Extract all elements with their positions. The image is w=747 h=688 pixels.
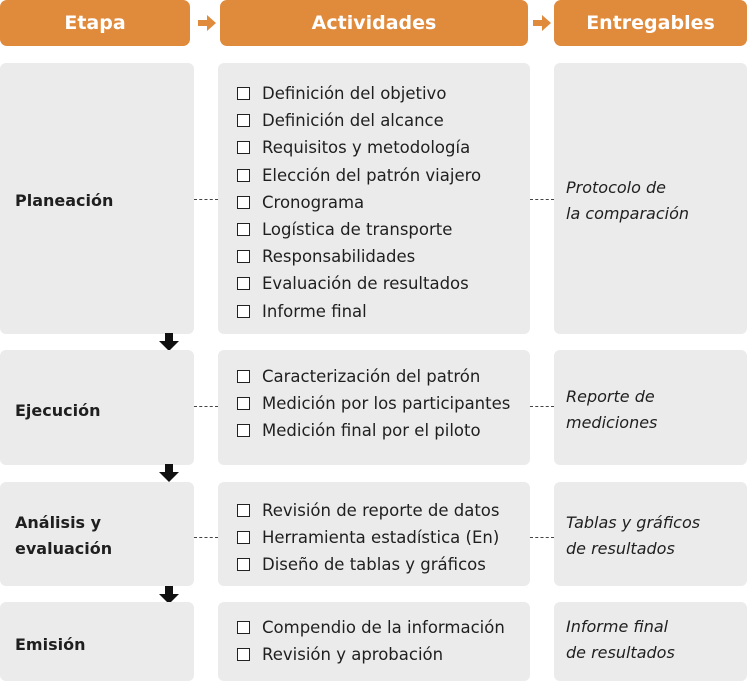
- header-activities: Actividades: [220, 0, 528, 46]
- stage-box: Planeación: [0, 63, 194, 334]
- deliverable-box: Protocolo de la comparación: [554, 63, 747, 334]
- activity-list: Caracterización del patrón Medición por …: [237, 363, 510, 445]
- deliverable-text: Tablas y gráficos de resultados: [566, 513, 701, 558]
- checkbox-icon: [237, 277, 250, 291]
- activity-label: Compendio de la información: [262, 618, 505, 638]
- activity-label: Responsabilidades: [262, 247, 416, 267]
- activity-item: Herramienta estadística (En): [237, 524, 499, 551]
- activity-label: Revisión de reporte de datos: [262, 501, 500, 521]
- stage-name: Ejecución: [15, 401, 101, 420]
- activity-item: Responsabilidades: [237, 243, 481, 270]
- down-arrow-icon: [159, 333, 179, 351]
- right-arrow-icon: [198, 15, 216, 31]
- activity-list: Compendio de la información Revisión y a…: [237, 614, 505, 668]
- stage-box: Emisión: [0, 602, 194, 681]
- activity-item: Requisitos y metodología: [237, 134, 481, 161]
- activity-label: Logística de transporte: [262, 220, 453, 240]
- activity-item: Evaluación de resultados: [237, 270, 481, 297]
- deliverable-text: Protocolo de la comparación: [566, 178, 690, 223]
- checkbox-icon: [237, 648, 250, 662]
- connector-line: [194, 537, 218, 538]
- activities-box: Definición del objetivo Definición del a…: [218, 63, 530, 334]
- activity-label: Medición por los participantes: [262, 394, 511, 414]
- right-arrow-icon: [533, 15, 551, 31]
- deliverable-box: Reporte de mediciones: [554, 350, 747, 465]
- stage-name: Planeación: [15, 191, 114, 210]
- activity-label: Requisitos y metodología: [262, 138, 471, 158]
- down-arrow-icon: [159, 464, 179, 482]
- checkbox-icon: [237, 397, 250, 411]
- checkbox-icon: [237, 531, 250, 545]
- checkbox-icon: [237, 141, 250, 155]
- activity-label: Herramienta estadística (En): [262, 528, 500, 548]
- activity-label: Diseño de tablas y gráficos: [262, 555, 486, 575]
- checkbox-icon: [237, 370, 250, 384]
- activity-label: Definición del alcance: [262, 111, 444, 131]
- deliverable-box: Tablas y gráficos de resultados: [554, 482, 747, 586]
- checkbox-icon: [237, 621, 250, 635]
- activity-list: Definición del objetivo Definición del a…: [237, 80, 481, 325]
- stage-name: Emisión: [15, 635, 86, 654]
- header-activities-label: Actividades: [311, 12, 437, 34]
- stage-box: Análisis y evaluación: [0, 482, 194, 586]
- activity-item: Elección del patrón viajero: [237, 162, 481, 189]
- header-deliverables: Entregables: [554, 0, 747, 46]
- stage-name: Análisis y evaluación: [15, 513, 113, 558]
- deliverable-text: Reporte de mediciones: [566, 387, 658, 432]
- activity-item: Logística de transporte: [237, 216, 481, 243]
- connector-line: [530, 199, 554, 200]
- checkbox-icon: [237, 168, 250, 182]
- connector-line: [194, 199, 218, 200]
- connector-line: [530, 406, 554, 407]
- activity-label: Caracterización del patrón: [262, 367, 481, 387]
- header-stage: Etapa: [0, 0, 190, 46]
- activity-label: Revisión y aprobación: [262, 645, 444, 665]
- checkbox-icon: [237, 558, 250, 572]
- activity-item: Definición del objetivo: [237, 80, 481, 107]
- deliverable-box: Informe final de resultados: [554, 602, 747, 681]
- activity-item: Informe final: [237, 298, 481, 325]
- checkbox-icon: [237, 87, 250, 101]
- checkbox-icon: [237, 114, 250, 128]
- activities-box: Revisión de reporte de datos Herramienta…: [218, 482, 530, 586]
- header-deliverables-label: Entregables: [586, 12, 715, 34]
- checkbox-icon: [237, 304, 250, 318]
- activity-item: Medición por los participantes: [237, 390, 510, 417]
- header-stage-label: Etapa: [64, 12, 126, 34]
- checkbox-icon: [237, 223, 250, 237]
- checkbox-icon: [237, 424, 250, 438]
- checkbox-icon: [237, 250, 250, 264]
- activity-item: Definición del alcance: [237, 107, 481, 134]
- activity-item: Cronograma: [237, 189, 481, 216]
- checkbox-icon: [237, 195, 250, 209]
- checkbox-icon: [237, 504, 250, 518]
- activity-item: Caracterización del patrón: [237, 363, 510, 390]
- activity-label: Cronograma: [262, 192, 365, 212]
- deliverable-text: Informe final de resultados: [566, 617, 675, 662]
- activity-label: Evaluación de resultados: [262, 274, 469, 294]
- activity-item: Revisión y aprobación: [237, 641, 505, 668]
- activity-item: Medición final por el piloto: [237, 417, 510, 444]
- activity-label: Definición del objetivo: [262, 84, 447, 104]
- activities-box: Compendio de la información Revisión y a…: [218, 602, 530, 681]
- activity-item: Revisión de reporte de datos: [237, 497, 499, 524]
- activity-label: Elección del patrón viajero: [262, 165, 482, 185]
- activity-list: Revisión de reporte de datos Herramienta…: [237, 497, 499, 579]
- connector-line: [530, 537, 554, 538]
- activity-item: Compendio de la información: [237, 614, 505, 641]
- activity-label: Informe final: [262, 301, 367, 321]
- connector-line: [194, 406, 218, 407]
- activity-label: Medición final por el piloto: [262, 421, 481, 441]
- activities-box: Caracterización del patrón Medición por …: [218, 350, 530, 465]
- activity-item: Diseño de tablas y gráficos: [237, 551, 499, 578]
- stage-box: Ejecución: [0, 350, 194, 465]
- down-arrow-icon: [159, 586, 179, 604]
